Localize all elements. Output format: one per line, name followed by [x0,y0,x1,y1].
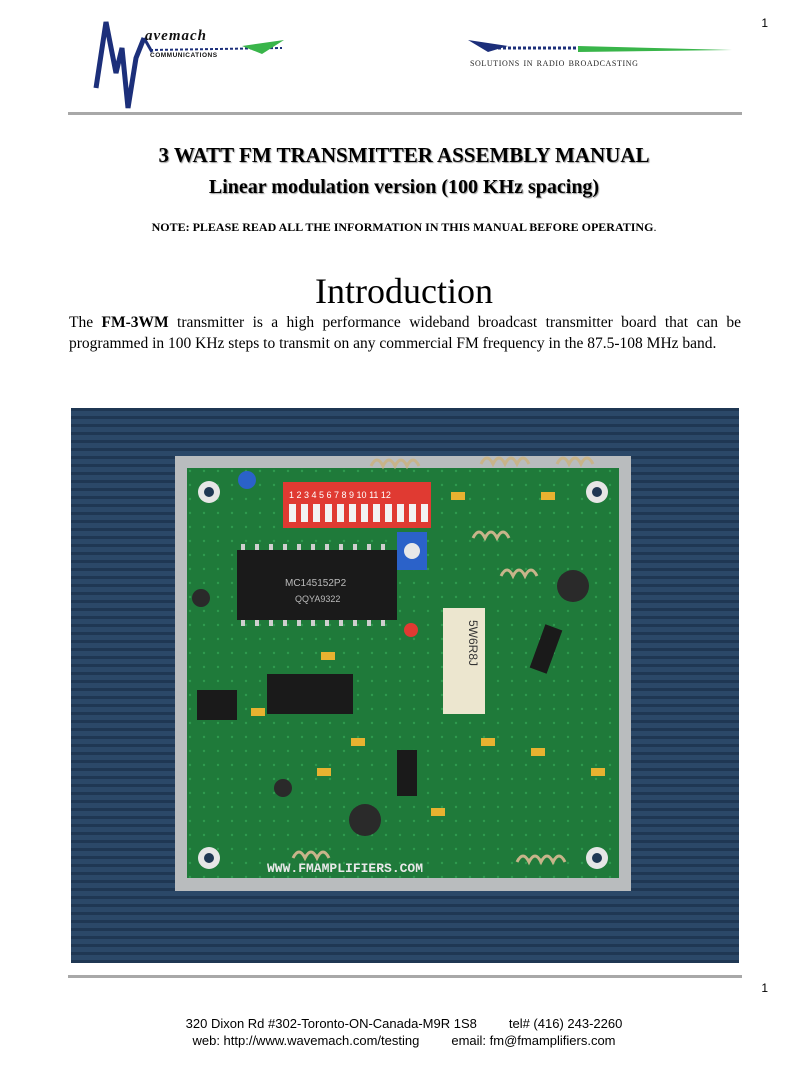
logo-subtitle: COMMUNICATIONS [150,52,218,59]
manual-title: 3 WATT FM TRANSMITTER ASSEMBLY MANUAL [158,143,650,167]
contact-footer: 320 Dixon Rd #302-Toronto-ON-Canada-M9R … [0,1015,808,1049]
tagline-swoosh-icon [468,40,732,52]
resistor-label: 5W6R8J [466,620,480,666]
intro-text: transmitter is a high performance wideba… [69,314,741,352]
telephone: tel# (416) 243-2260 [508,1016,623,1031]
intro-prefix: The [69,314,102,331]
footer-rule [68,975,742,978]
switch-numbers: 1 2 3 4 5 6 7 8 9 10 11 12 [289,490,391,500]
note-text: NOTE: PLEASE READ ALL THE INFORMATION IN… [151,220,654,234]
address: 320 Dixon Rd #302-Toronto-ON-Canada-M9R … [185,1016,477,1031]
transmitter-board-photo: 1 2 3 4 5 6 7 8 9 10 11 12 MC145152P2 QQ… [71,408,739,963]
footer-line-2: web: http://www.wavemach.com/testing emai… [0,1032,808,1049]
email-link[interactable]: email: fm@fmamplifiers.com [451,1033,616,1048]
board-website: WWW.FMAMPLIFIERS.COM [267,861,423,876]
manual-subtitle: Linear modulation version (100 KHz spaci… [208,176,600,198]
product-name: FM-3WM [101,314,169,331]
header-rule [68,112,742,115]
logo-wordmark: avemach [145,28,207,44]
operating-note: NOTE: PLEASE READ ALL THE INFORMATION IN… [0,220,808,235]
ic-label: MC145152P2 [285,578,347,589]
section-heading: Introduction [315,271,493,311]
page-number-bottom: 1 [761,981,768,995]
page-number-top: 1 [761,16,768,30]
ic-code: QQYA9322 [295,594,340,604]
footer-line-1: 320 Dixon Rd #302-Toronto-ON-Canada-M9R … [0,1015,808,1032]
tagline: solutions in radio broadcasting [470,55,639,69]
intro-paragraph: The FM-3WM transmitter is a high perform… [69,312,741,354]
website-link[interactable]: web: http://www.wavemach.com/testing [192,1033,420,1048]
wavemach-logo-icon [93,21,284,109]
note-period: . [653,220,657,234]
